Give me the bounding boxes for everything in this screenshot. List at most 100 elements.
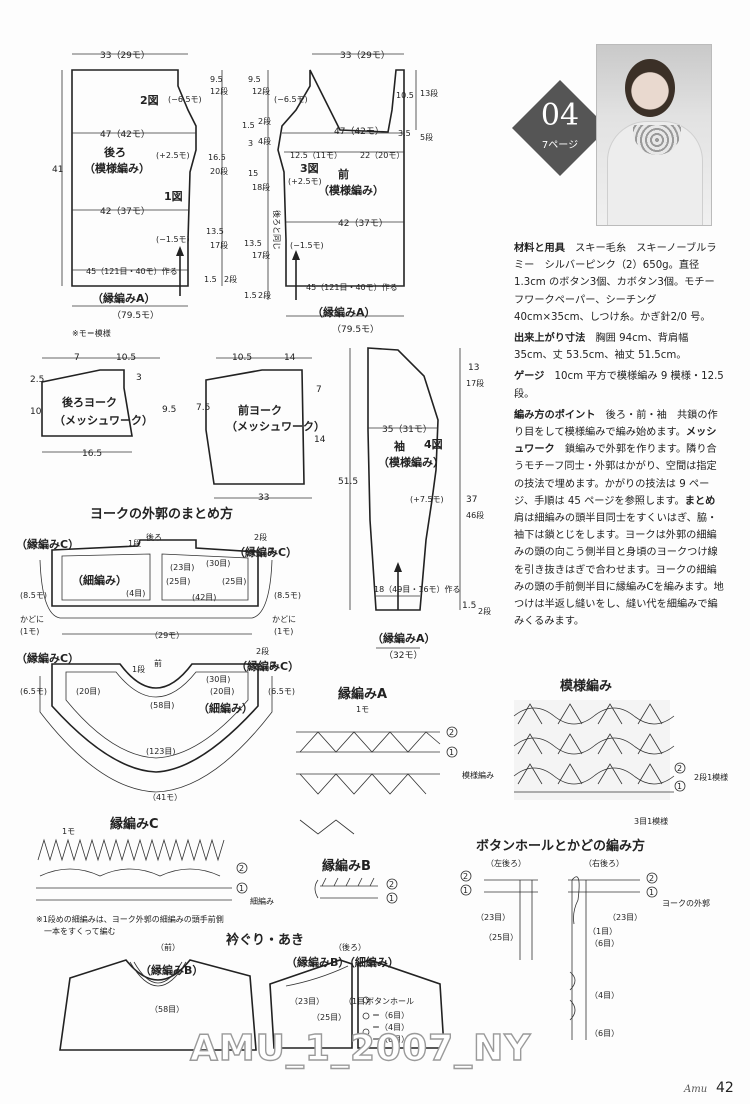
svg-text:一本をすくって編む: 一本をすくって編む bbox=[44, 926, 116, 936]
gauge-para: ゲージ 10cm 平方で模様編み 9 模様・12.5 段。 bbox=[514, 371, 724, 400]
edge-c-chart: 縁編みC 1モ 2 1 細編み ※1段めの細編みは、ヨーク外郭の細編みの頭手前側… bbox=[36, 816, 274, 936]
svg-text:2: 2 bbox=[677, 764, 682, 773]
svg-text:(1モ): (1モ) bbox=[274, 627, 293, 636]
svg-text:（縁編みC）: （縁編みC） bbox=[234, 545, 297, 559]
footer-brand: Amu bbox=[684, 1084, 708, 1095]
svg-text:13: 13 bbox=[468, 363, 479, 373]
svg-text:16.5: 16.5 bbox=[82, 449, 102, 459]
svg-text:17段: 17段 bbox=[210, 240, 228, 250]
model-head-shape bbox=[625, 59, 675, 117]
svg-text:10: 10 bbox=[30, 407, 42, 417]
svg-text:12段: 12段 bbox=[210, 86, 228, 96]
svg-text:＝（4目）: ＝（4目） bbox=[372, 1023, 409, 1032]
svg-text:2: 2 bbox=[239, 864, 244, 873]
svg-text:9.5: 9.5 bbox=[210, 75, 223, 84]
svg-text:（23目）: （23目） bbox=[608, 913, 642, 922]
back-edge: （縁編みA） bbox=[92, 291, 156, 305]
svg-text:1.5: 1.5 bbox=[204, 275, 217, 284]
instructions-text: 材料と用具 スキー毛糸 スキーノーブルラミー シルバーピンク（2）650g。直径… bbox=[514, 240, 724, 630]
svg-text:1: 1 bbox=[463, 886, 468, 895]
back-height: 41 bbox=[52, 165, 63, 175]
svg-text:ボタンホール: ボタンホール bbox=[366, 997, 414, 1006]
svg-text:3.5: 3.5 bbox=[398, 129, 411, 138]
front-w125: 12.5（11モ） bbox=[290, 151, 342, 160]
svg-text:13.5: 13.5 bbox=[244, 239, 262, 248]
svg-text:2段: 2段 bbox=[258, 290, 271, 300]
back-title: 後ろ bbox=[104, 145, 126, 159]
svg-text:2: 2 bbox=[449, 728, 454, 737]
svg-text:（メッシュワーク）: （メッシュワーク） bbox=[54, 414, 153, 427]
svg-text:（縁編みC）: （縁編みC） bbox=[236, 659, 299, 673]
svg-text:1: 1 bbox=[677, 782, 682, 791]
front-same-as-back: 後ろと同じ bbox=[272, 210, 282, 250]
back-bottom: （79.5モ） bbox=[112, 310, 159, 321]
buttonhole-chart: ボタンホールとかどの編み方 （左後ろ） （右後ろ） 2 1 （23目） （25目… bbox=[460, 838, 710, 1040]
svg-text:10.5: 10.5 bbox=[116, 353, 136, 363]
svg-text:（58目）: （58目） bbox=[150, 1005, 184, 1014]
back-fig2: 2図 bbox=[140, 93, 159, 107]
front-yoke-assembly bbox=[51, 663, 259, 773]
svg-text:(8.5モ): (8.5モ) bbox=[274, 591, 301, 600]
svg-text:(1モ): (1モ) bbox=[20, 627, 39, 636]
svg-text:2段: 2段 bbox=[224, 274, 237, 284]
back-w42: 42（37モ） bbox=[100, 206, 150, 217]
back-body-diagram: 33（29モ） 2図 (−6.5モ) 47（42モ） 後ろ (+2.5モ) （模… bbox=[52, 50, 237, 338]
back-yoke-outline bbox=[41, 369, 133, 437]
svg-text:（32モ）: （32モ） bbox=[384, 650, 422, 661]
size-para: 出来上がり寸法 胸囲 94cm、背肩幅 35cm、丈 53.5cm、袖丈 51.… bbox=[514, 333, 689, 362]
svg-text:13.5: 13.5 bbox=[206, 227, 224, 236]
svg-text:10.5: 10.5 bbox=[396, 91, 414, 100]
sleeve-title: 袖 bbox=[394, 439, 405, 453]
svg-text:15: 15 bbox=[248, 169, 258, 178]
svg-text:(20目): (20目) bbox=[210, 687, 234, 696]
front-subtitle: （模様編み） bbox=[318, 183, 384, 197]
front-bottom: （79.5モ） bbox=[332, 324, 379, 335]
svg-text:衿ぐり・あき: 衿ぐり・あき bbox=[226, 932, 304, 948]
svg-text:（縁編みB）（細編み）: （縁編みB）（細編み） bbox=[286, 955, 399, 969]
svg-text:かどに: かどに bbox=[20, 615, 44, 624]
svg-text:（6目）: （6目） bbox=[590, 1029, 619, 1038]
svg-text:35（31モ）: 35（31モ） bbox=[382, 424, 432, 435]
front-title: 前 bbox=[338, 167, 349, 181]
svg-text:2段: 2段 bbox=[264, 660, 277, 670]
svg-text:1: 1 bbox=[449, 748, 454, 757]
svg-text:1段: 1段 bbox=[128, 538, 141, 548]
svg-text:(8.5モ): (8.5モ) bbox=[20, 591, 47, 600]
svg-text:18段: 18段 bbox=[252, 182, 270, 192]
svg-text:(6.5モ): (6.5モ) bbox=[20, 687, 47, 696]
svg-text:46段: 46段 bbox=[466, 510, 484, 520]
svg-text:（23目）: （23目） bbox=[290, 997, 324, 1006]
svg-text:（後ろ）: （後ろ） bbox=[334, 942, 366, 952]
back-start: 45（121目・40モ）作る bbox=[86, 266, 178, 276]
svg-text:前: 前 bbox=[154, 658, 162, 668]
svg-text:(123目): (123目) bbox=[146, 747, 176, 756]
svg-text:51.5: 51.5 bbox=[338, 477, 358, 487]
svg-text:（前）: （前） bbox=[156, 942, 180, 952]
svg-text:（縁編みC）: （縁編みC） bbox=[16, 651, 79, 665]
svg-text:(58目): (58目) bbox=[150, 701, 174, 710]
back-m3: (−1.5モ) bbox=[156, 235, 190, 244]
neck-front-shape bbox=[59, 959, 257, 1051]
svg-text:1.5: 1.5 bbox=[242, 121, 255, 130]
svg-text:（細編み）: （細編み） bbox=[198, 701, 253, 715]
pattern-badge: 04 7ページ bbox=[512, 78, 608, 174]
front-w47: 47（42モ） bbox=[334, 126, 384, 137]
svg-text:（1目）: （1目） bbox=[588, 927, 617, 936]
svg-text:(20目): (20目) bbox=[76, 687, 100, 696]
svg-text:模様編み: 模様編み bbox=[560, 678, 612, 694]
svg-text:2: 2 bbox=[463, 872, 468, 881]
svg-text:（25目）: （25目） bbox=[484, 933, 518, 942]
svg-text:2段: 2段 bbox=[254, 532, 267, 542]
svg-text:（23目）: （23目） bbox=[476, 913, 510, 922]
svg-text:2.5: 2.5 bbox=[30, 375, 44, 385]
svg-text:7: 7 bbox=[316, 385, 322, 395]
svg-text:※1段めの細編みは、ヨーク外郭の細編みの頭手前側: ※1段めの細編みは、ヨーク外郭の細編みの頭手前側 bbox=[36, 914, 224, 924]
svg-text:(25目): (25目) bbox=[166, 577, 190, 586]
back-top-width: 33（29モ） bbox=[100, 50, 150, 61]
svg-text:（右後ろ）: （右後ろ） bbox=[584, 858, 624, 868]
svg-text:9.5: 9.5 bbox=[162, 405, 176, 415]
pattern-badge-shape bbox=[512, 80, 608, 176]
svg-text:1モ: 1モ bbox=[356, 705, 369, 714]
svg-text:＝（6目）: ＝（6目） bbox=[372, 1035, 409, 1044]
